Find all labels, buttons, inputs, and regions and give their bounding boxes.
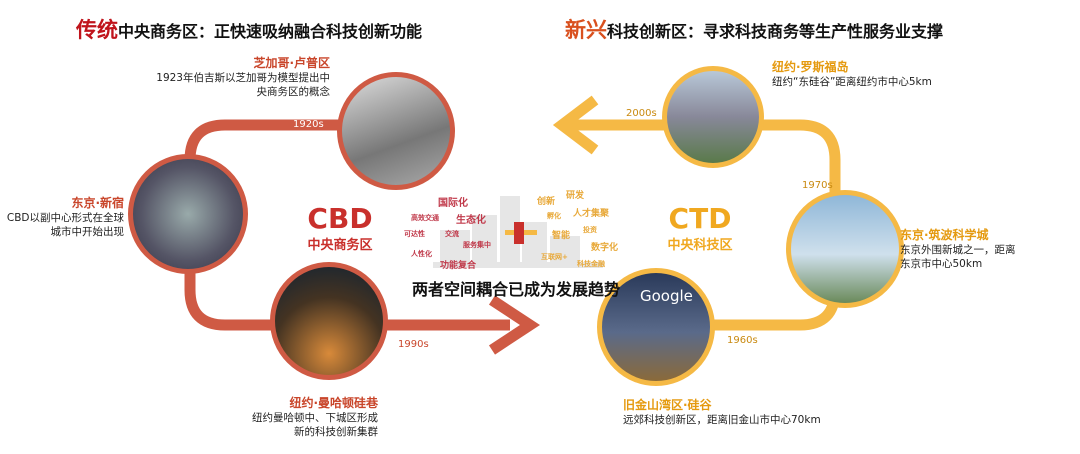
- cbd-abbr: CBD: [307, 202, 373, 235]
- tokyo-desc-1: CBD以副中心形式在全球: [6, 212, 124, 224]
- chicago-name: 芝加哥·卢普区: [253, 56, 330, 70]
- ctd-word: 研发: [566, 191, 585, 201]
- manhattan-name: 纽约·曼哈顿硅巷: [289, 396, 378, 410]
- right-title: 新兴科技创新区：寻求科技商务等生产性服务业支撑: [565, 14, 943, 44]
- cbd-word: 可达性: [404, 230, 425, 238]
- ctd-word: 创新: [537, 197, 556, 207]
- ctd-arrow-head: [552, 95, 599, 155]
- google-sign: Google: [640, 287, 693, 305]
- tsukuba-photo: [786, 190, 904, 308]
- roosevelt-label: 纽约·罗斯福岛 纽约“东硅谷”距离纽约市中心5km: [772, 58, 932, 89]
- silicon-valley-label: 旧金山湾区·硅谷 远郊科技创新区，距离旧金山市中心70km: [623, 396, 821, 427]
- cbd-block: CBD 中央商务区: [290, 202, 390, 254]
- cbd-word: 人性化: [411, 250, 432, 258]
- ctd-word: 互联网+: [541, 253, 568, 261]
- left-title-rest: 中央商务区：正快速吸纳融合科技创新功能: [118, 22, 423, 41]
- chicago-desc-1: 1923年伯吉斯以芝加哥为模型提出中: [156, 72, 330, 84]
- year-1990s: 1990s: [398, 339, 429, 350]
- tokyo-name: 东京·新宿: [71, 196, 124, 210]
- right-title-highlight: 新兴: [565, 18, 607, 42]
- cbd-word: 功能复合: [440, 261, 477, 271]
- ctd-word: 投资: [583, 226, 597, 234]
- ctd-word: 科技金融: [577, 260, 605, 268]
- manhattan-desc-1: 纽约曼哈顿中、下城区形成: [252, 412, 378, 424]
- year-1970s: 1970s: [802, 180, 833, 191]
- tsukuba-name: 东京·筑波科学城: [900, 228, 989, 242]
- cbd-name: 中央商务区: [307, 238, 373, 253]
- ctd-name: 中央科技区: [667, 238, 733, 253]
- cbd-word: 生态化: [456, 215, 486, 226]
- left-title-highlight: 传统: [76, 18, 118, 42]
- tsukuba-label: 东京·筑波科学城 东京外围新城之一，距离 东京市中心50km: [900, 226, 1016, 271]
- year-2000s: 2000s: [626, 108, 657, 119]
- year-1920s: 1920s: [293, 119, 324, 130]
- tokyo-desc-2: 城市中开始出现: [50, 226, 125, 238]
- roosevelt-island-photo: [662, 66, 764, 168]
- right-title-rest: 科技创新区：寻求科技商务等生产性服务业支撑: [607, 22, 944, 41]
- roosevelt-name: 纽约·罗斯福岛: [772, 60, 849, 74]
- cbd-word: 高效交通: [411, 214, 439, 222]
- ctd-abbr: CTD: [668, 202, 732, 235]
- chicago-photo: [337, 72, 455, 190]
- skyline-graphic: [433, 196, 603, 268]
- chicago-label: 芝加哥·卢普区 1923年伯吉斯以芝加哥为模型提出中 央商务区的概念: [150, 54, 330, 99]
- cbd-arrow-head: [488, 295, 541, 355]
- cbd-word: 服务集中: [463, 241, 491, 249]
- manhattan-desc-2: 新的科技创新集群: [294, 426, 378, 438]
- manhattan-photo: [270, 262, 388, 380]
- ctd-block: CTD 中央科技区: [650, 202, 750, 254]
- tokyo-label: 东京·新宿 CBD以副中心形式在全球 城市中开始出现: [0, 194, 124, 239]
- year-1960s: 1960s: [727, 335, 758, 346]
- silicon-valley-name: 旧金山湾区·硅谷: [623, 398, 712, 412]
- ctd-word: 孵化: [547, 212, 561, 220]
- ctd-word: 数字化: [591, 243, 619, 253]
- tokyo-shinjuku-photo: [128, 154, 248, 274]
- chicago-desc-2: 央商务区的概念: [256, 86, 331, 98]
- tsukuba-desc-2: 东京市中心50km: [900, 258, 983, 270]
- left-title: 传统中央商务区：正快速吸纳融合科技创新功能: [76, 14, 422, 44]
- ctd-word: 智能: [552, 231, 571, 241]
- silicon-valley-desc-1: 远郊科技创新区，距离旧金山市中心70km: [623, 414, 821, 426]
- ctd-word: 人才集聚: [573, 209, 610, 219]
- tsukuba-desc-1: 东京外围新城之一，距离: [900, 244, 1016, 256]
- year-1950s-2000: 1950s-2000: [198, 276, 258, 287]
- cbd-word: 国际化: [438, 198, 468, 209]
- silicon-valley-photo: Google: [597, 268, 715, 386]
- cbd-word: 交流: [445, 230, 459, 238]
- roosevelt-desc-1: 纽约“东硅谷”距离纽约市中心5km: [772, 76, 932, 88]
- center-caption: 两者空间耦合已成为发展趋势: [412, 280, 621, 299]
- manhattan-label: 纽约·曼哈顿硅巷 纽约曼哈顿中、下城区形成 新的科技创新集群: [200, 394, 378, 439]
